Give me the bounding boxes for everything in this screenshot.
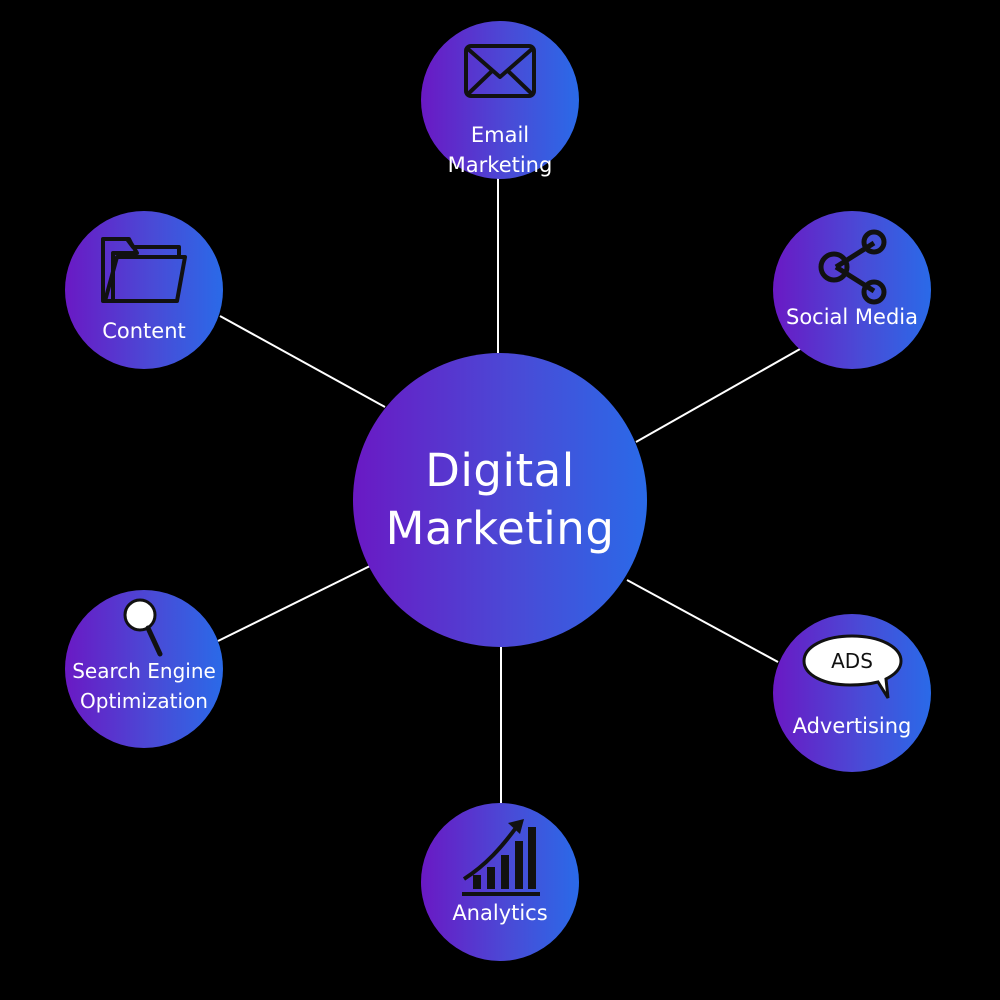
- connector-seo: [217, 565, 371, 642]
- node-email-marketing: Email Marketing: [421, 21, 579, 179]
- node-content: Content: [65, 211, 223, 369]
- node-label-seo: Search Engine Optimization: [72, 659, 216, 713]
- hub-node-digital-marketing: Digital Marketing: [353, 353, 647, 647]
- node-label-advertising: Advertising: [792, 714, 912, 738]
- hub-label: Digital Marketing: [385, 444, 615, 555]
- bar-chart-growth-icon: [421, 817, 579, 897]
- speech-bubble-icon: ADS: [773, 632, 931, 704]
- node-label-email: Email Marketing: [447, 123, 553, 177]
- node-social-media: Social Media: [773, 211, 931, 369]
- connector-content: [219, 315, 386, 408]
- magnifier-icon: [65, 596, 223, 658]
- envelope-icon: [421, 43, 579, 101]
- folder-icon: [65, 231, 223, 307]
- node-advertising: ADS Advertising: [773, 614, 931, 772]
- node-label-analytics: Analytics: [452, 901, 548, 925]
- connector-social: [635, 348, 801, 443]
- node-label-content: Content: [102, 319, 186, 343]
- connector-advertising: [626, 579, 779, 663]
- node-analytics: Analytics: [421, 803, 579, 961]
- node-search-engine-optimization: Search Engine Optimization: [65, 590, 223, 748]
- node-label-social: Social Media: [785, 305, 918, 329]
- ads-text: ADS: [831, 649, 873, 673]
- share-icon: [773, 229, 931, 305]
